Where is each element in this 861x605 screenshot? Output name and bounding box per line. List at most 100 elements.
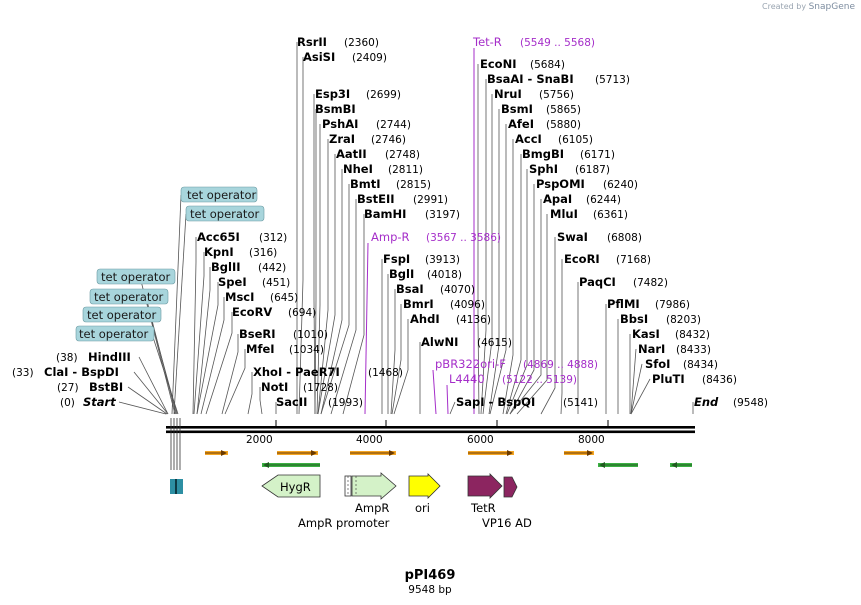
site-position: (316) [249, 247, 277, 259]
site-position: (6361) [593, 209, 628, 221]
site-position: (5880) [546, 119, 581, 131]
site-position: (3197) [425, 209, 460, 221]
plasmid-length: 9548 bp [408, 584, 452, 596]
site-position: (0) [60, 397, 75, 409]
site-name: AccI [515, 132, 542, 146]
site-position: (694) [288, 307, 316, 319]
site-name: BsmI [501, 102, 533, 116]
site-name: BamHI [364, 207, 406, 221]
site-position: (645) [270, 292, 298, 304]
site-position: (8436) [702, 374, 737, 386]
site-name: NotI [261, 380, 288, 394]
site-position: (3913) [425, 254, 460, 266]
feature-tetr: TetR [467, 473, 503, 515]
site-position: (6187) [575, 164, 610, 176]
restriction-site-labels: (0) Start (27) BstBI (33) ClaI - BspDI (… [12, 35, 768, 409]
site-position: (38) [56, 352, 78, 364]
dna-backbone [166, 426, 695, 434]
site-position: (2409) [352, 52, 387, 64]
feature-label: VP16 AD [482, 516, 532, 530]
site-position: (5756) [539, 89, 574, 101]
tet-operator-marks [170, 418, 183, 494]
site-position: (2360) [344, 37, 379, 49]
site-position: (27) [57, 382, 79, 394]
site-name: PspOMI [536, 177, 585, 191]
site-name: EcoRI [564, 252, 600, 266]
site-name: SfoI [645, 357, 670, 371]
site-position: (8434) [683, 359, 718, 371]
site-position: (5141) [563, 397, 598, 409]
site-name: BstEII [357, 192, 395, 206]
scale-ticks [275, 420, 609, 426]
site-position: (6171) [580, 149, 615, 161]
site-name: ClaI - BspDI [44, 365, 119, 379]
feature-label: TetR [470, 501, 496, 515]
site-name: AfeI [508, 117, 534, 131]
tick-label: 8000 [578, 434, 605, 446]
site-name: ZraI [329, 132, 355, 146]
primer-leader-lines [364, 48, 475, 415]
site-name: BmgBI [522, 147, 564, 161]
site-position: (9548) [733, 397, 768, 409]
site-name: EcoRV [232, 305, 272, 319]
site-name: PflMI [607, 297, 640, 311]
site-name: BbsI [620, 312, 648, 326]
site-position: (8432) [675, 329, 710, 341]
site-position: (5865) [546, 104, 581, 116]
feature-label: HygR [280, 480, 311, 494]
site-name: PaqCI [579, 275, 616, 289]
site-name: RsrII [297, 35, 327, 49]
feature-ampr-promoter [344, 475, 352, 497]
site-name: PshAI [322, 117, 358, 131]
site-name: Esp3I [315, 87, 350, 101]
site-name: SphI [529, 162, 558, 176]
orf-arrows [205, 450, 692, 468]
site-position: (33) [12, 367, 34, 379]
site-name: MluI [550, 207, 578, 221]
primer-position: (5549 .. 5568) [520, 37, 595, 49]
site-name: MfeI [246, 342, 275, 356]
site-position: (8433) [676, 344, 711, 356]
feature-label: ori [415, 501, 430, 515]
site-name: NheI [343, 162, 373, 176]
site-position: (7986) [655, 299, 690, 311]
tet-operator-labels: tet operator tet operator tet operator t… [75, 186, 265, 342]
plasmid-name: pPI469 [405, 568, 456, 583]
site-name: BseRI [239, 327, 276, 341]
site-position: (1468) [368, 367, 403, 379]
site-position: (7168) [616, 254, 651, 266]
site-position: (8203) [666, 314, 701, 326]
site-position: (6808) [607, 232, 642, 244]
tet-operator-label: tet operator [94, 290, 163, 304]
primer-name: L4440 [449, 372, 485, 386]
tet-operator-label: tet operator [87, 308, 156, 322]
feature-hygr: HygR [261, 474, 321, 498]
site-position: (312) [259, 232, 287, 244]
site-leader-lines [118, 42, 694, 415]
site-position: (2811) [388, 164, 423, 176]
site-name: XhoI - PaeR7I [253, 365, 340, 379]
tet-operator-label: tet operator [190, 207, 259, 221]
site-name: End [694, 395, 719, 409]
site-name: SapI - BspQI [456, 395, 535, 409]
feature-ori: ori [408, 473, 441, 515]
site-name: ApaI [543, 192, 572, 206]
site-position: (6240) [603, 179, 638, 191]
site-name: SpeI [218, 275, 247, 289]
primer-name: Amp-R [371, 230, 410, 244]
site-name: BglII [211, 260, 241, 274]
primer-position: (4869 .. 4888) [523, 359, 598, 371]
site-name: FspI [383, 252, 410, 266]
credit-prefix: Created by [762, 2, 807, 11]
site-position: (6105) [558, 134, 593, 146]
site-position: (4070) [440, 284, 475, 296]
feature-ampr: AmpR [351, 472, 397, 515]
site-position: (2991) [413, 194, 448, 206]
site-name: BstBI [89, 380, 123, 394]
site-name: Start [83, 395, 116, 409]
site-position: (1010) [293, 329, 328, 341]
site-name: NruI [494, 87, 522, 101]
site-name: AsiSI [303, 50, 335, 64]
site-position: (4615) [477, 337, 512, 349]
